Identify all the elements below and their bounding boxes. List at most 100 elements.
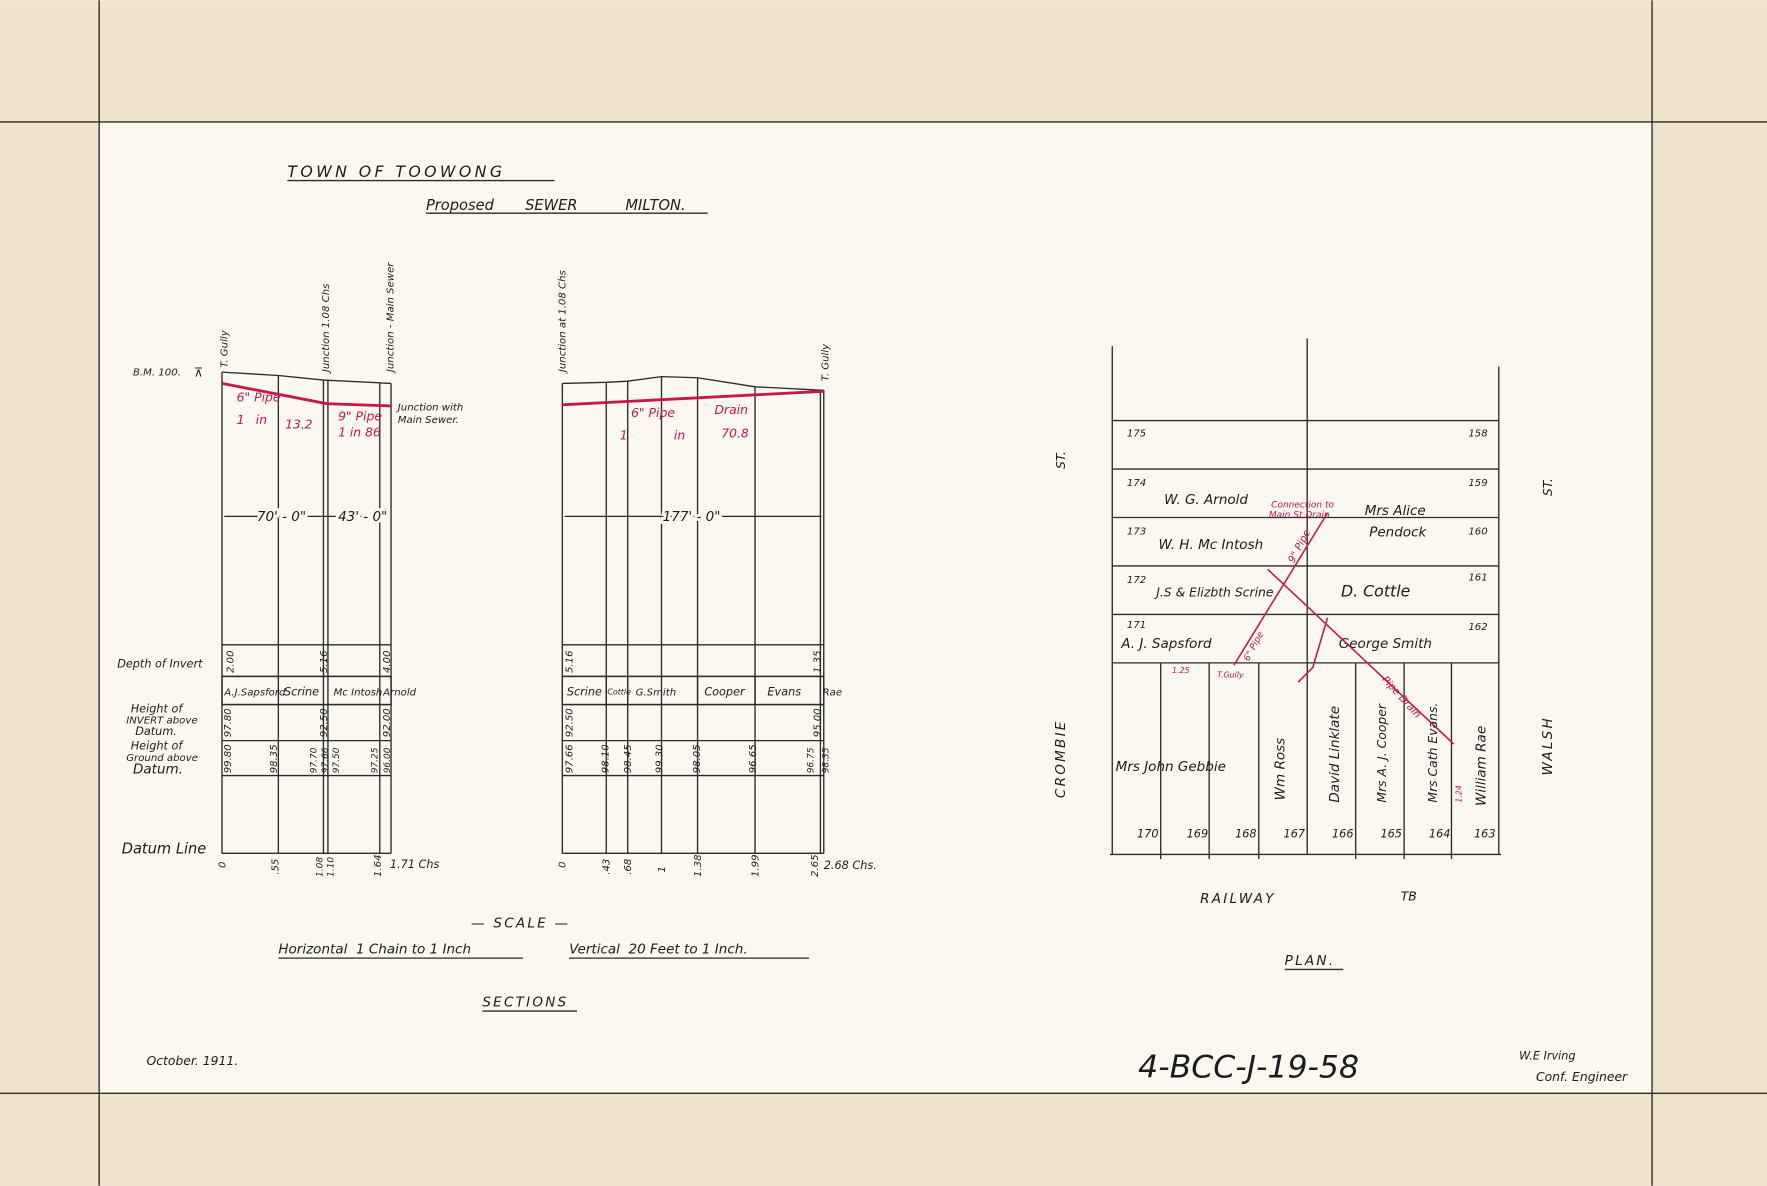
lot-number: 173 xyxy=(1127,526,1146,537)
owner-name: Mrs A. J. Cooper xyxy=(1374,703,1389,802)
ground-value: 96.65 xyxy=(748,744,759,773)
row-label-ground: Height of xyxy=(131,740,185,753)
row-label-invert: INVERT above xyxy=(126,716,197,727)
owner-name: D. Cottle xyxy=(1341,581,1410,600)
street-label: ST. xyxy=(1053,451,1068,469)
owner-name: W. G. Arnold xyxy=(1164,492,1248,508)
chainage: 2.65 xyxy=(810,854,821,877)
owner-name: Mrs Alice xyxy=(1365,503,1426,519)
plan: 175 174 173 172 171 158 159 160 161 162 … xyxy=(1053,338,1556,971)
lot-number: 172 xyxy=(1127,575,1146,586)
chainage: 1.71 Chs xyxy=(390,858,440,871)
gully-label: T.Gully xyxy=(1217,671,1244,680)
row-label-ground: Ground above xyxy=(126,753,198,764)
pipe-1-gradient-b: in xyxy=(256,412,267,427)
owner-cell: A.J.Sapsford xyxy=(223,688,286,699)
depth-value: 1.35 xyxy=(812,650,823,673)
street-label: ST. xyxy=(1540,478,1555,496)
ground-value: 98.10 xyxy=(601,744,612,773)
ground-value: 97.50 xyxy=(332,747,342,773)
subtitle-proposed: Proposed xyxy=(426,197,495,214)
scale-vertical: Vertical 20 Feet to 1 Inch. xyxy=(569,942,748,958)
lot-number: 164 xyxy=(1429,828,1450,841)
ground-value: 96.75 xyxy=(807,747,817,773)
ground-value: 98.45 xyxy=(623,744,634,773)
pipe-size: 6" Pipe xyxy=(631,405,675,420)
pipe-gradient-a: 1 xyxy=(620,428,628,443)
ground-value: 97.25 xyxy=(371,747,381,773)
chainage: .43 xyxy=(602,859,613,875)
reference-number: 4-BCC-J-19-58 xyxy=(1138,1050,1359,1086)
junction-note-1: Junction with xyxy=(396,402,463,413)
pipe-gradient-c: 70.8 xyxy=(721,425,749,440)
sewer-route xyxy=(1233,512,1455,745)
section-2: Junction at 1.08 Chs T. Gully 6" Pipe Dr… xyxy=(558,269,877,876)
owner-cell: Scrine xyxy=(567,686,602,699)
subtitle-place: MILTON. xyxy=(625,197,685,214)
ground-value: 97.66 xyxy=(564,744,575,773)
owner-cell: G.Smith xyxy=(636,688,677,699)
invert-value: 97.80 xyxy=(223,708,234,737)
chainage: .55 xyxy=(270,859,281,875)
scale-heading: — SCALE — xyxy=(471,916,570,932)
pipe-2-size: 9" Pipe xyxy=(338,409,382,424)
pipe-gradient-b: in xyxy=(674,428,685,443)
lot-number: 163 xyxy=(1474,828,1495,841)
chainage: 2.68 Chs. xyxy=(824,859,877,872)
depth-value: 5.16 xyxy=(319,650,330,673)
owner-name: David Linklate xyxy=(1327,706,1343,803)
lot-number: 161 xyxy=(1468,573,1487,584)
lot-number: 162 xyxy=(1468,622,1487,633)
lot-number: 167 xyxy=(1284,828,1306,841)
ground-value: 98.35 xyxy=(821,747,831,773)
lot-number: 168 xyxy=(1235,828,1256,841)
level-label: 1.25 xyxy=(1172,666,1190,675)
invert-value: 92.00 xyxy=(382,708,393,737)
row-label-invert: Height of xyxy=(131,702,185,715)
label-t-gully: T. Gully xyxy=(820,343,831,381)
connection-note: Main St Drain xyxy=(1269,510,1330,520)
lot-number: 166 xyxy=(1332,828,1353,841)
invert-value: 92.50 xyxy=(319,708,330,737)
chainage: 1 xyxy=(657,866,668,872)
junction-note-2: Main Sewer. xyxy=(398,415,459,426)
pipe-2-gradient: 1 in 86 xyxy=(338,424,381,439)
pipe-1-gradient-c: 13.2 xyxy=(285,416,313,431)
owner-name: W. H. Mc Intosh xyxy=(1158,537,1263,553)
pipe-1-size: 6" Pipe xyxy=(237,389,281,404)
chainage: 1.99 xyxy=(750,854,761,877)
ground-value: 99.30 xyxy=(655,744,666,773)
street-label: WALSH xyxy=(1540,716,1556,775)
ground-value: 97.70 xyxy=(310,747,320,773)
lot-number: 160 xyxy=(1468,526,1487,537)
scale-horizontal: Horizontal 1 Chain to 1 Inch xyxy=(278,942,471,958)
engineer-name: W.E Irving xyxy=(1519,1050,1575,1063)
owner-name: George Smith xyxy=(1339,636,1432,652)
owner-name: William Rae xyxy=(1473,726,1489,806)
ground-value: 96.00 xyxy=(383,747,393,773)
owner-name: Wm Ross xyxy=(1273,738,1289,801)
row-label-depth: Depth of Invert xyxy=(117,657,203,670)
label-junction: Junction 1.08 Chs xyxy=(321,283,332,374)
lot-number: 170 xyxy=(1137,828,1158,841)
ground-value: 98.05 xyxy=(692,744,703,773)
chainage: 0 xyxy=(217,862,228,868)
row-label-ground: Datum. xyxy=(133,761,183,777)
chainage: 0 xyxy=(558,862,569,868)
bm-symbol-icon: ⊼ xyxy=(194,365,203,380)
dimension-1: 70' - 0" xyxy=(257,509,306,525)
chainage: 1.08 xyxy=(315,857,325,877)
depth-value: 4.00 xyxy=(382,650,393,673)
sections-label: SECTIONS xyxy=(482,995,568,1011)
paper-sheet xyxy=(99,121,1653,1094)
lot-number: 165 xyxy=(1380,828,1401,841)
owner-name: Mrs John Gebbie xyxy=(1116,759,1226,775)
owner-cell: Arnold xyxy=(382,688,417,699)
title: TOWN OF TOOWONG xyxy=(287,162,505,181)
label-t-gully: T. Gully xyxy=(220,329,231,367)
street-label: CROMBIE xyxy=(1053,719,1069,798)
engineer-title: Conf. Engineer xyxy=(1536,1069,1628,1084)
pipe-1-gradient-a: 1 xyxy=(237,412,245,427)
